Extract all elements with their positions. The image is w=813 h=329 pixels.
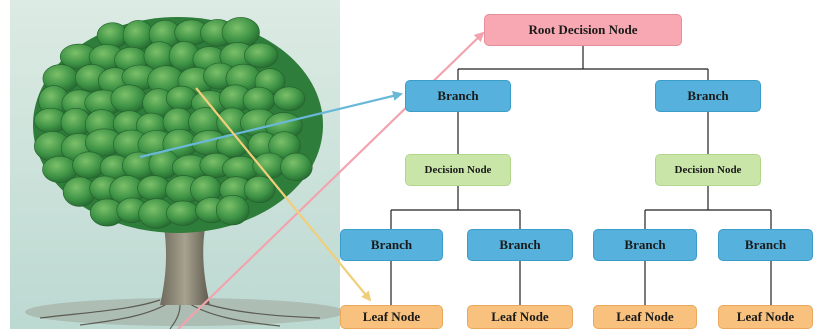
leaf-node-3: Leaf Node [593,305,697,329]
arrow-canopy-to-branch [139,91,403,159]
leaf-node-1: Leaf Node [340,305,443,329]
branch-node-top-right: Branch [655,80,761,112]
decision-node-right: Decision Node [655,154,761,186]
tree-canopy [33,17,323,233]
branch-node-top-left: Branch [405,80,511,112]
tree-roots [39,299,321,329]
decision-node-left: Decision Node [405,154,511,186]
arrow-leaves-to-leaf-node [195,87,372,302]
tree-edges [390,46,772,305]
branch-node-bottom-1: Branch [340,229,443,261]
branch-node-bottom-2: Branch [467,229,573,261]
branch-node-bottom-4: Branch [718,229,813,261]
leaf-node-4: Leaf Node [718,305,813,329]
branch-node-bottom-3: Branch [593,229,697,261]
leaf-node-2: Leaf Node [467,305,573,329]
root-decision-node: Root Decision Node [484,14,682,46]
tree-illustration [10,0,340,329]
